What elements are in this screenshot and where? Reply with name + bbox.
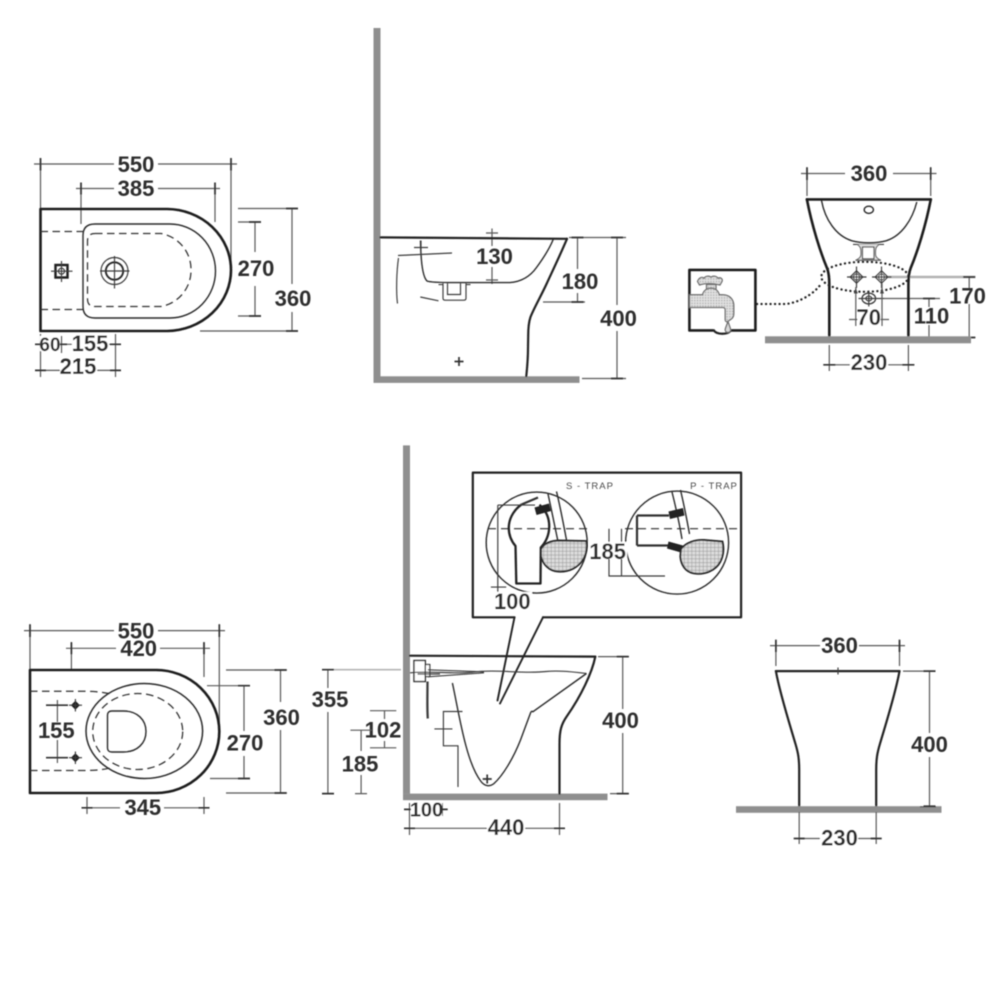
svg-text:215: 215 <box>60 354 97 379</box>
svg-text:385: 385 <box>118 176 155 201</box>
svg-text:155: 155 <box>72 331 109 356</box>
svg-text:230: 230 <box>821 826 858 851</box>
svg-text:360: 360 <box>821 633 858 658</box>
svg-text:420: 420 <box>120 636 157 661</box>
svg-text:60: 60 <box>39 335 60 356</box>
svg-text:P - TRAP: P - TRAP <box>690 481 738 492</box>
svg-text:185: 185 <box>589 539 626 564</box>
svg-text:130: 130 <box>476 244 513 269</box>
svg-text:550: 550 <box>118 152 155 177</box>
svg-text:400: 400 <box>600 306 637 331</box>
svg-text:100: 100 <box>494 589 531 614</box>
svg-text:170: 170 <box>949 284 986 309</box>
svg-text:155: 155 <box>38 718 75 743</box>
svg-text:400: 400 <box>911 732 948 757</box>
svg-text:180: 180 <box>562 269 599 294</box>
svg-text:360: 360 <box>263 705 300 730</box>
svg-text:110: 110 <box>914 304 950 329</box>
svg-text:355: 355 <box>312 687 349 712</box>
svg-text:440: 440 <box>488 815 525 840</box>
svg-text:185: 185 <box>342 752 379 777</box>
svg-text:345: 345 <box>124 795 161 820</box>
svg-text:70: 70 <box>857 305 881 330</box>
svg-text:360: 360 <box>275 286 312 311</box>
svg-text:230: 230 <box>851 350 888 375</box>
svg-text:100: 100 <box>410 800 443 822</box>
svg-text:400: 400 <box>602 708 639 733</box>
svg-text:S - TRAP: S - TRAP <box>566 481 614 492</box>
svg-text:550: 550 <box>118 619 155 644</box>
svg-text:270: 270 <box>227 731 264 756</box>
svg-text:270: 270 <box>238 256 275 281</box>
svg-text:360: 360 <box>851 161 888 186</box>
